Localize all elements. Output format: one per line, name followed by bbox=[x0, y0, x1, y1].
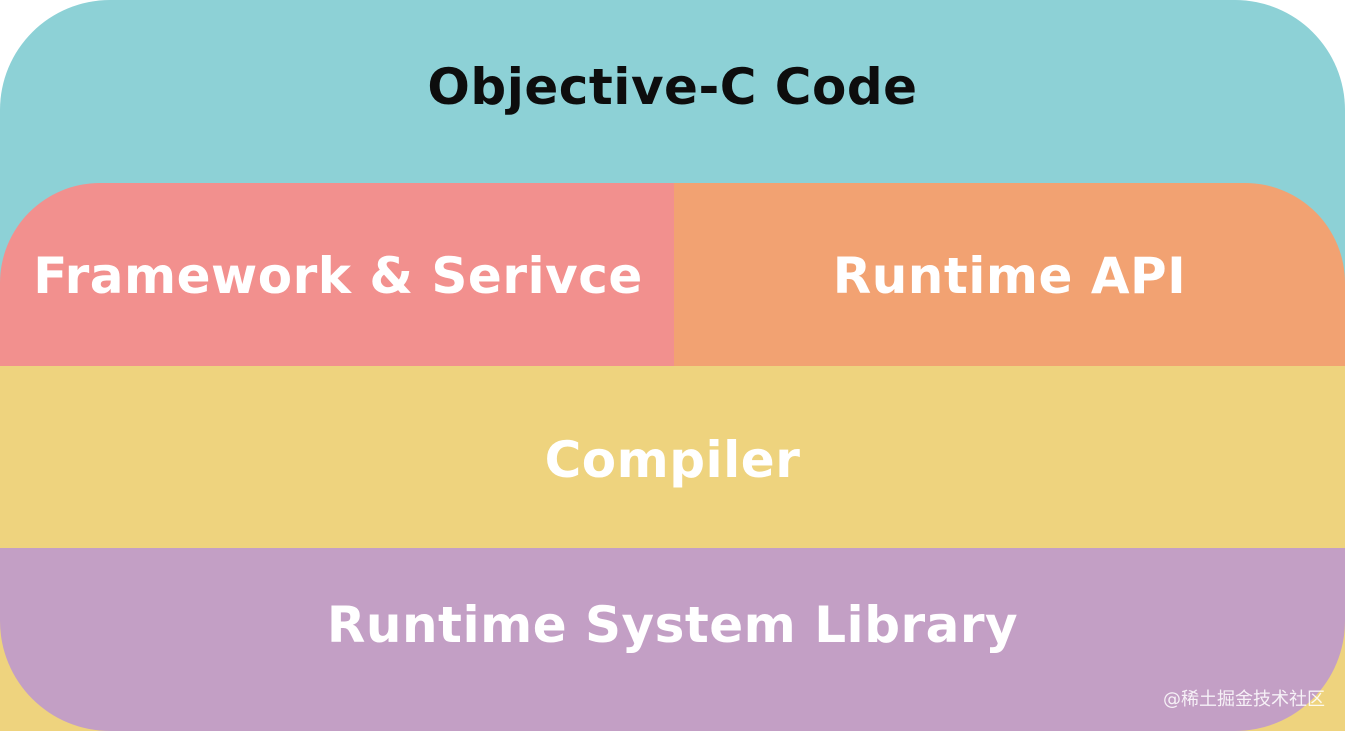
runtime-system-library-label: Runtime System Library bbox=[326, 596, 1019, 654]
framework-service-label: Framework & Serivce bbox=[33, 247, 643, 305]
runtime-api-label: Runtime API bbox=[832, 247, 1187, 305]
objective-c-code-label: Objective-C Code bbox=[427, 58, 918, 116]
compiler-label: Compiler bbox=[544, 431, 801, 489]
runtime-system-library-layer: Runtime System Library bbox=[0, 548, 1345, 731]
watermark: @稀土掘金技术社区 bbox=[1163, 689, 1325, 710]
